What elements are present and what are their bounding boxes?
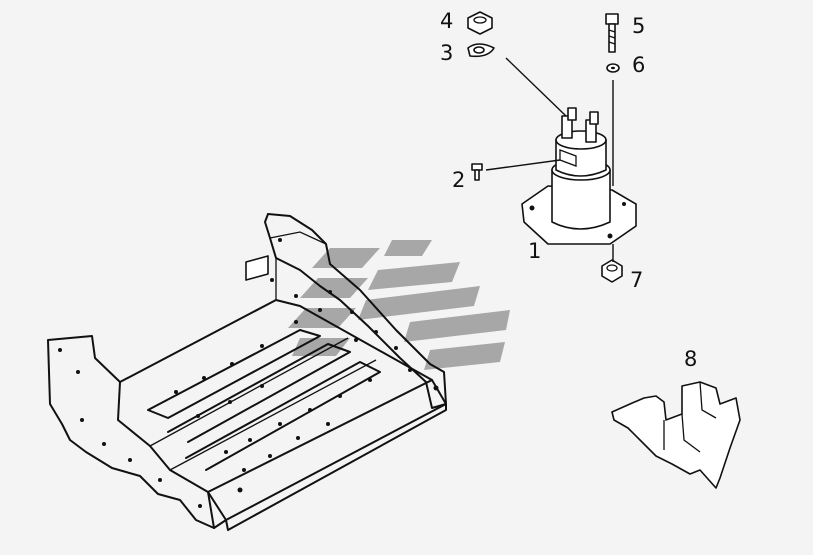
screw-part (471, 163, 483, 181)
leader-lines (485, 57, 614, 262)
callout-8: 8 (684, 347, 697, 371)
callout-2: 2 (452, 168, 465, 192)
callout-7: 7 (630, 268, 643, 292)
bolt-part (605, 13, 619, 53)
watermark-logo (288, 240, 510, 370)
callout-6: 6 (632, 53, 645, 77)
lower-nut-part (601, 259, 623, 283)
washer-part (467, 43, 495, 58)
small-washer-part (606, 63, 620, 73)
bracket-holes (58, 238, 439, 508)
callout-3: 3 (440, 41, 453, 65)
bracket-part (47, 213, 447, 531)
callout-5: 5 (632, 14, 645, 38)
solenoid-part (521, 107, 637, 245)
nut-part (467, 11, 493, 35)
callout-4: 4 (440, 9, 453, 33)
callout-1: 1 (528, 239, 541, 263)
cover-part (611, 381, 741, 489)
